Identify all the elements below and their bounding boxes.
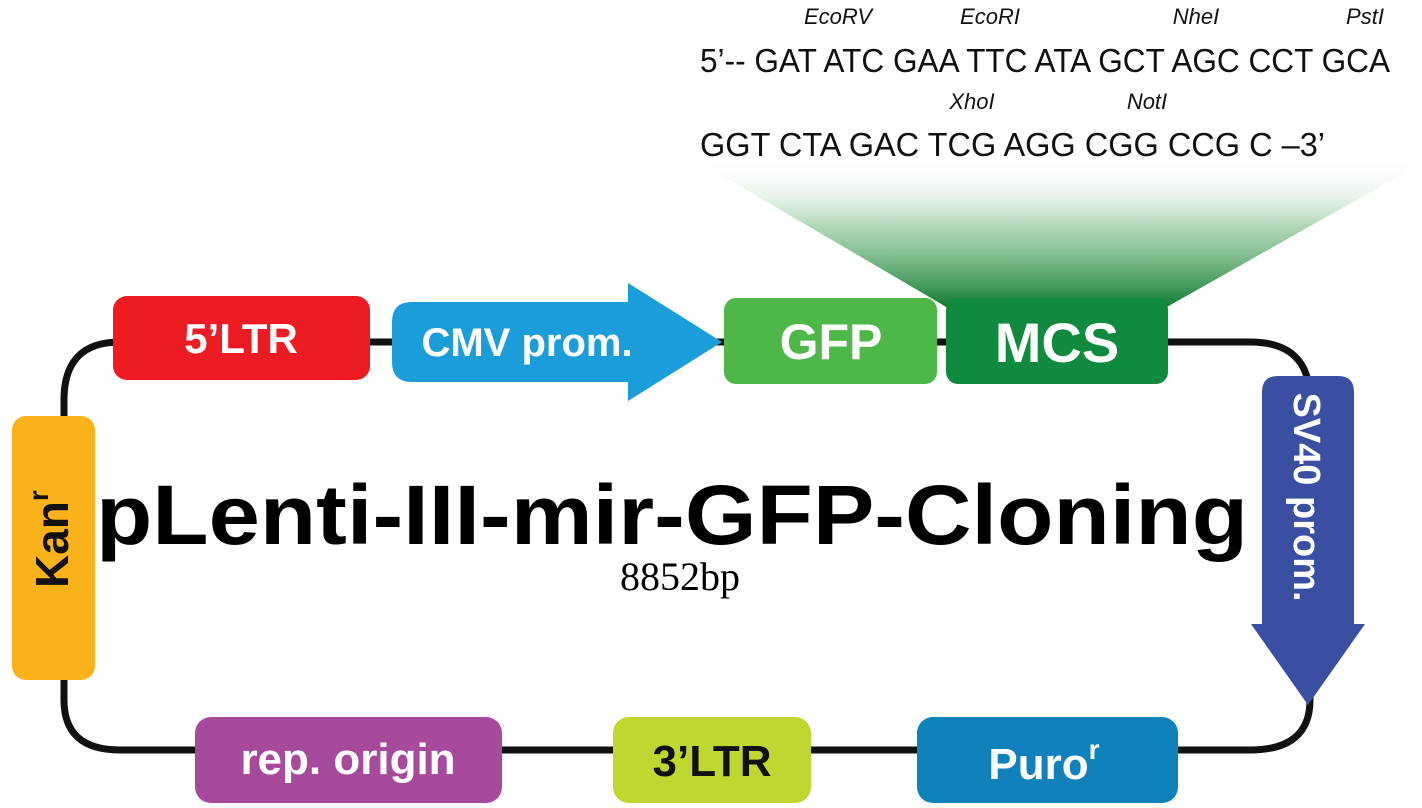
feature-rep-origin-label: rep. origin bbox=[240, 735, 455, 784]
feature-puro-superscript: r bbox=[1089, 734, 1100, 765]
feature-cmv-label: CMV prom. bbox=[421, 321, 632, 365]
feature-3-ltr-label: 3’LTR bbox=[653, 737, 772, 786]
feature-5-ltr-label: 5’LTR bbox=[184, 315, 298, 362]
feature-3-ltr: 3’LTR bbox=[613, 717, 811, 803]
plasmid-name: pLenti-III-mir-GFP-Cloning bbox=[96, 468, 1248, 562]
sequence-line-1: 5’-- GAT ATC GAA TTC ATA GCT AGC CCT GCA bbox=[700, 42, 1390, 79]
sequence-line-2: GGT CTA GAC TCG AGG CGG CCG C –3’ bbox=[700, 126, 1325, 163]
mcs-expansion-fan bbox=[692, 158, 1422, 308]
feature-sv40-label: SV40 prom. bbox=[1285, 392, 1327, 601]
feature-rep-origin: rep. origin bbox=[195, 717, 502, 803]
feature-kan-superscript: r bbox=[23, 490, 54, 501]
feature-mcs: MCS bbox=[946, 298, 1168, 384]
site-ecori: EcoRI bbox=[960, 4, 1020, 29]
feature-gfp-label: GFP bbox=[780, 314, 883, 370]
site-noti: NotI bbox=[1127, 89, 1167, 114]
feature-kan-label: Kanr bbox=[23, 490, 78, 588]
feature-puro-label: Puror bbox=[988, 734, 1099, 789]
plasmid-size: 8852bp bbox=[620, 554, 740, 599]
plasmid-backbone bbox=[60, 338, 1314, 754]
feature-mcs-label: MCS bbox=[995, 311, 1119, 374]
feature-5-ltr: 5’LTR bbox=[113, 296, 370, 380]
site-nhei: NheI bbox=[1173, 4, 1219, 29]
feature-kan-r: Kanr bbox=[12, 416, 95, 680]
site-ecorv: EcoRV bbox=[804, 4, 874, 29]
feature-puro-r: Puror bbox=[917, 717, 1178, 803]
site-psti: PstI bbox=[1346, 4, 1384, 29]
site-xhoi: XhoI bbox=[948, 89, 994, 114]
feature-sv40-promoter: SV40 prom. bbox=[1251, 376, 1365, 705]
feature-cmv-promoter: CMV prom. bbox=[392, 283, 722, 401]
feature-gfp: GFP bbox=[724, 298, 937, 384]
mcs-sequence: EcoRV EcoRI NheI PstI 5’-- GAT ATC GAA T… bbox=[700, 4, 1390, 163]
